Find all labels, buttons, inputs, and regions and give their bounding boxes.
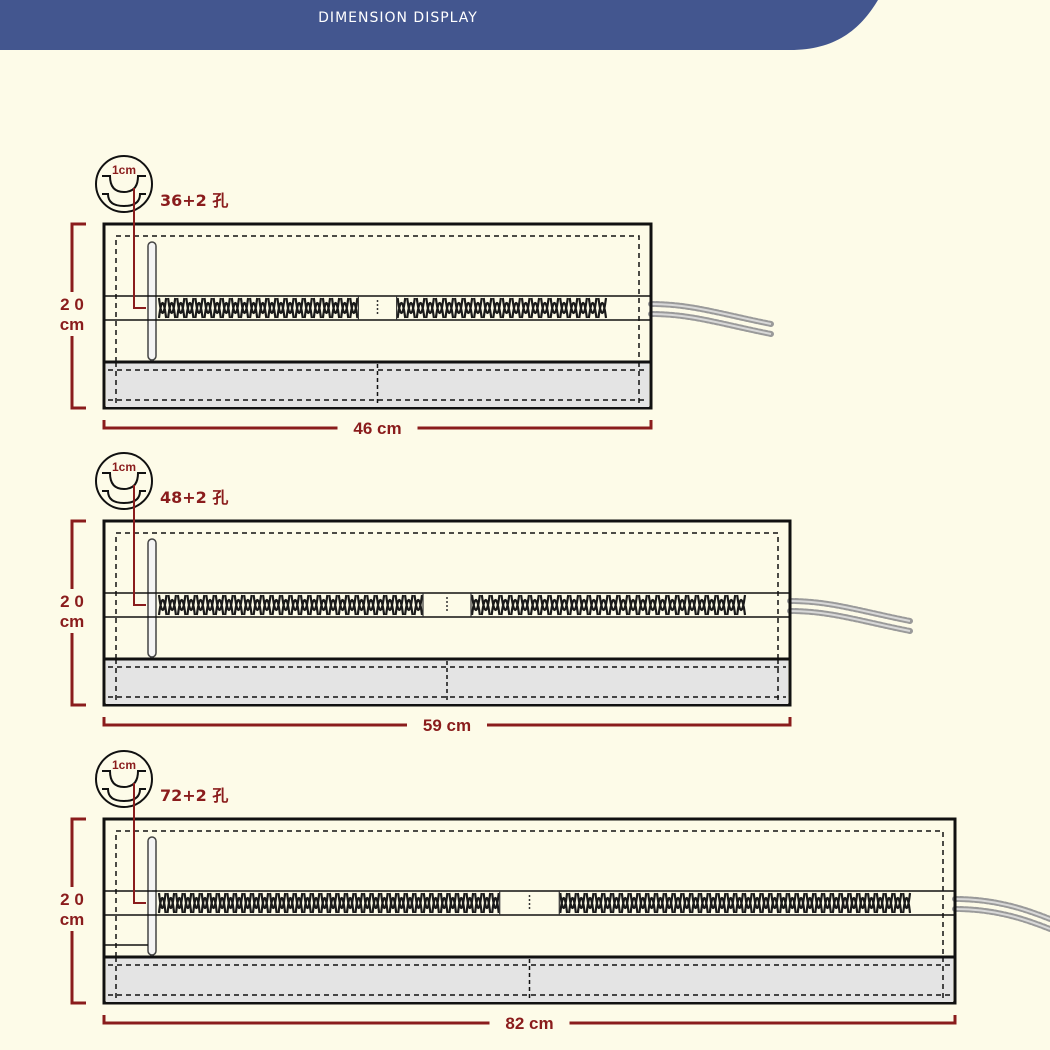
coil-segment-1	[157, 892, 500, 914]
inner-stitch	[115, 235, 640, 362]
blind-outline	[102, 519, 792, 707]
coil-segment-2	[559, 892, 912, 914]
diagram-3: 1cm 72+2 孔 2 0cm 82 cm	[50, 750, 1050, 1035]
leader-line	[133, 485, 146, 606]
magnifier-circle	[95, 452, 153, 510]
hole-count-label: 48+2 孔	[160, 488, 228, 507]
rope-strand-highlight	[954, 898, 1050, 920]
rope-icon	[787, 598, 913, 634]
hole-profile	[102, 770, 146, 789]
width-label: 46 cm	[353, 419, 401, 438]
coil-segment-2	[470, 594, 747, 616]
coil-segment-1	[157, 594, 424, 616]
rod-icon	[147, 836, 157, 956]
rope-strand-highlight	[789, 600, 911, 622]
height-label-bg	[50, 589, 94, 633]
hole-callout: 1cm	[95, 750, 153, 808]
header-title: DIMENSION DISPLAY	[318, 10, 478, 26]
rope-strand-highlight	[650, 303, 772, 325]
hole-size-label: 1cm	[112, 460, 136, 474]
height-label-line-1: 2 0	[60, 295, 84, 314]
rope-strand-highlight	[650, 313, 772, 335]
width-label-bg	[489, 1011, 570, 1035]
hole-profile-lower	[102, 788, 146, 803]
coils-group	[157, 892, 912, 914]
leader-line	[133, 783, 146, 904]
coils-group	[157, 594, 747, 616]
height-label-line-2: cm	[60, 315, 85, 334]
magnifier-circle	[95, 155, 153, 213]
hole-profile-lower	[102, 193, 146, 208]
height-label-bg	[50, 292, 94, 336]
rope-strand-highlight	[954, 908, 1050, 930]
hole-callout: 1cm	[95, 155, 153, 213]
rod-icon	[147, 538, 157, 658]
width-label: 82 cm	[505, 1014, 553, 1033]
blind-outline	[102, 222, 653, 410]
hole-count-label: 36+2 孔	[160, 191, 228, 210]
coil-segment-1	[157, 297, 359, 319]
width-label-bg	[407, 713, 487, 737]
inner-stitch	[115, 830, 944, 957]
diagram-2: 1cm 48+2 孔 2 0cm 59 cm	[50, 452, 913, 737]
leader-line	[133, 188, 146, 309]
height-label-line-2: cm	[60, 612, 85, 631]
magnifier-circle	[95, 750, 153, 808]
width-label-bg	[337, 416, 418, 440]
hole-profile	[102, 472, 146, 491]
header-banner: DIMENSION DISPLAY	[0, 0, 878, 50]
rope-icon	[952, 896, 1050, 932]
rod-icon	[147, 241, 157, 361]
rope-strand-highlight	[789, 610, 911, 632]
hole-profile-lower	[102, 490, 146, 505]
hole-count-label: 72+2 孔	[160, 786, 228, 805]
coils-group	[157, 297, 608, 319]
blind-outline	[102, 817, 957, 1005]
hole-size-label: 1cm	[112, 758, 136, 772]
height-label-bg	[50, 887, 94, 931]
hole-size-label: 1cm	[112, 163, 136, 177]
coil-segment-2	[396, 297, 608, 319]
diagram-1: 1cm 36+2 孔 2 0cm 46 cm	[50, 155, 774, 440]
width-label: 59 cm	[423, 716, 471, 735]
height-label-line-1: 2 0	[60, 890, 84, 909]
height-label-line-2: cm	[60, 910, 85, 929]
header-background	[0, 0, 878, 50]
hole-profile	[102, 175, 146, 194]
rope-icon	[648, 301, 774, 337]
height-label-line-1: 2 0	[60, 592, 84, 611]
inner-stitch	[115, 532, 779, 659]
hole-callout: 1cm	[95, 452, 153, 510]
